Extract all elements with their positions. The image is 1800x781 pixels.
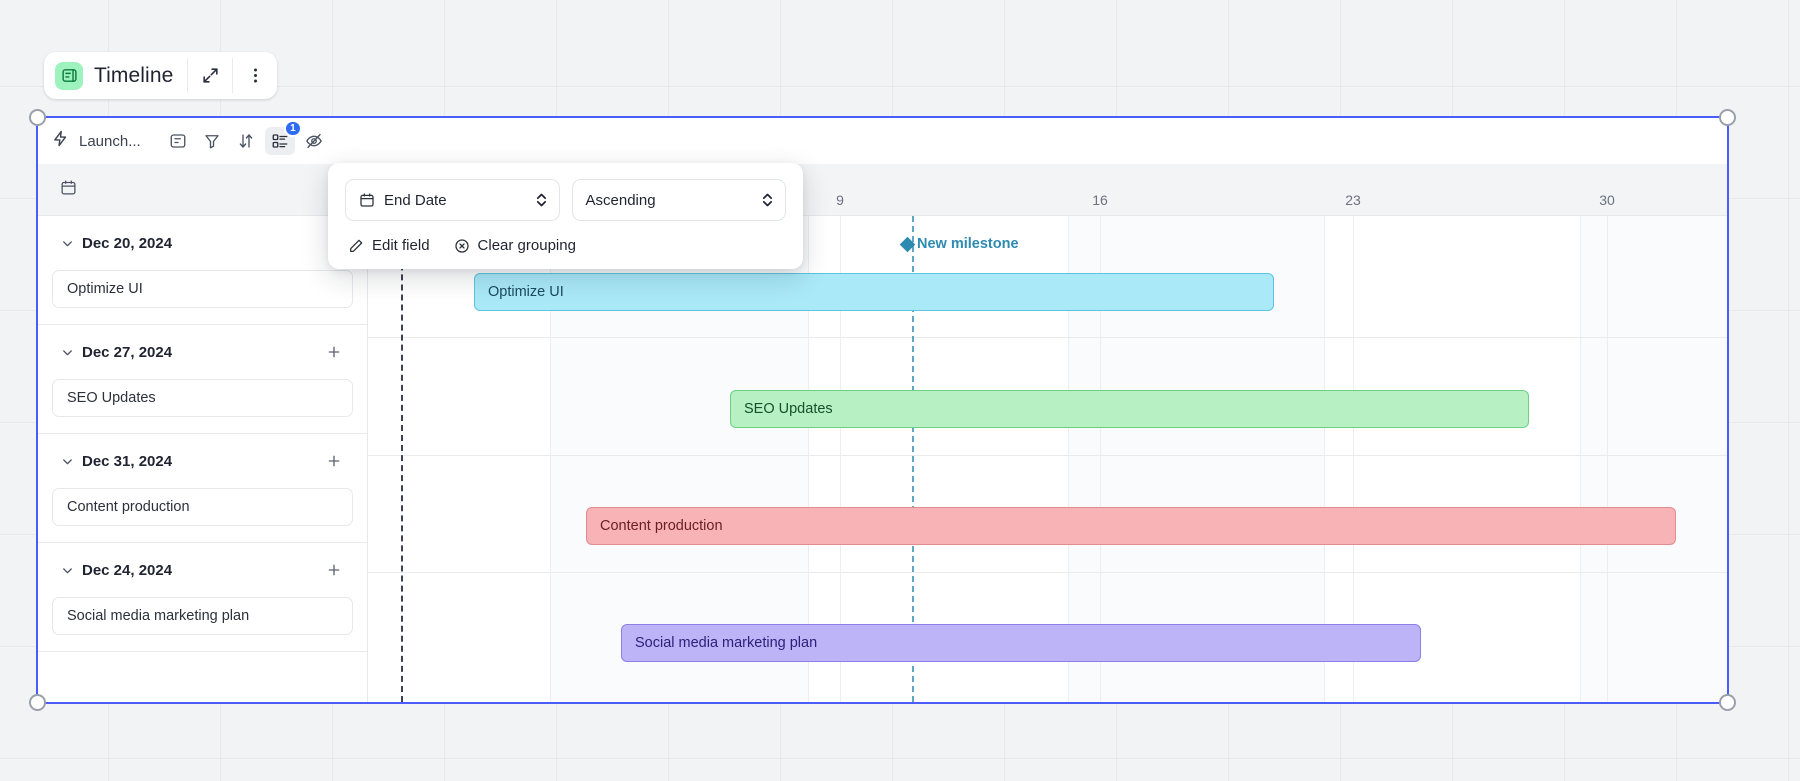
clear-grouping-label: Clear grouping (477, 237, 576, 254)
sidebar-header (38, 164, 367, 216)
group-direction-value: Ascending (585, 191, 656, 209)
view-toolbar: Launch... (38, 118, 1727, 164)
milestone-label: New milestone (917, 236, 1019, 252)
group-header-row[interactable]: Dec 20, 2024 (38, 216, 367, 270)
group-date-label: Dec 20, 2024 (82, 234, 173, 252)
gridline (1607, 216, 1608, 702)
resize-handle-top-left[interactable] (29, 109, 46, 126)
gridline (1324, 216, 1325, 702)
group-header-row[interactable]: Dec 27, 2024 (38, 325, 367, 379)
sort-icon[interactable] (231, 127, 261, 155)
add-task-button[interactable] (323, 559, 345, 581)
milestone-marker-line (912, 216, 914, 702)
date-tick: 30 (1599, 192, 1615, 208)
timeline-widget-frame[interactable]: Launch... (29, 109, 1736, 711)
sidebar-group: Dec 20, 2024 Optimize UI (38, 216, 367, 325)
timeline-bar-label: Social media marketing plan (635, 635, 818, 651)
row-separator (368, 337, 1727, 338)
group-header-row[interactable]: Dec 31, 2024 (38, 434, 367, 488)
hide-fields-icon[interactable] (299, 127, 329, 155)
timeline-bar-label: Optimize UI (488, 284, 564, 300)
date-tick: 9 (836, 192, 844, 208)
edit-field-label: Edit field (372, 237, 430, 254)
calendar-icon (359, 192, 375, 208)
widget-title-section: Timeline (44, 52, 187, 99)
sidebar-group: Dec 24, 2024 Social media marketing plan (38, 543, 367, 652)
group-field-value: End Date (384, 191, 447, 209)
group-date-label: Dec 31, 2024 (82, 452, 173, 470)
view-name-label: Launch... (79, 132, 141, 150)
group-count-badge: 1 (284, 120, 302, 137)
date-tick: 16 (1092, 192, 1108, 208)
board-icon (55, 61, 83, 90)
row-separator (368, 455, 1727, 456)
resize-handle-top-right[interactable] (1719, 109, 1736, 126)
chip-divider-2 (232, 58, 234, 93)
sidebar-group-list: Dec 20, 2024 Optimize UI Dec 27, 2024 SE… (38, 216, 367, 652)
page-title: Timeline (94, 63, 174, 87)
edit-field-button[interactable]: Edit field (348, 237, 430, 254)
more-vertical-icon[interactable] (233, 52, 277, 99)
sidebar-group: Dec 31, 2024 Content production (38, 434, 367, 543)
timeline-bar-label: SEO Updates (744, 401, 833, 417)
week-band (1580, 216, 1727, 702)
timeline-body: Dec 20, 2024 Optimize UI Dec 27, 2024 SE… (38, 164, 1727, 702)
timeline-bar[interactable]: Optimize UI (474, 273, 1274, 311)
circle-x-icon (454, 238, 470, 254)
add-task-button[interactable] (323, 341, 345, 363)
gridline (840, 216, 841, 702)
task-name-cell[interactable]: Social media marketing plan (52, 597, 353, 635)
chevron-down-icon[interactable] (60, 236, 82, 251)
group-settings-popover: End Date Ascending Edit field (328, 163, 803, 269)
group-field-select[interactable]: End Date (345, 179, 560, 221)
gridline (1580, 216, 1581, 702)
resize-handle-bottom-left[interactable] (29, 694, 46, 711)
chevron-down-icon[interactable] (60, 454, 82, 469)
clear-grouping-button[interactable]: Clear grouping (454, 237, 576, 254)
resize-handle-bottom-right[interactable] (1719, 694, 1736, 711)
widget-title-bar: Timeline (44, 52, 278, 99)
row-separator (368, 572, 1727, 573)
gridline (1100, 216, 1101, 702)
chevron-updown-icon (760, 189, 775, 211)
expand-diagonal-icon[interactable] (188, 52, 232, 99)
gridline (1353, 216, 1354, 702)
task-name-cell[interactable]: Optimize UI (52, 270, 353, 308)
group-header-row[interactable]: Dec 24, 2024 (38, 543, 367, 597)
chevron-down-icon[interactable] (60, 345, 82, 360)
pencil-icon (348, 238, 364, 254)
group-icon[interactable]: 1 (264, 120, 302, 155)
lightning-icon (52, 130, 69, 152)
task-name-cell[interactable]: SEO Updates (52, 379, 353, 417)
timeline-bar-label: Content production (600, 518, 723, 534)
filter-icon[interactable] (197, 127, 227, 155)
diamond-icon (899, 236, 916, 252)
timeline-start-boundary (401, 164, 403, 702)
fields-icon[interactable] (163, 127, 193, 155)
sidebar-group: Dec 27, 2024 SEO Updates (38, 325, 367, 434)
group-date-label: Dec 27, 2024 (82, 343, 173, 361)
chevron-down-icon[interactable] (60, 563, 82, 578)
group-date-label: Dec 24, 2024 (82, 561, 173, 579)
calendar-icon (60, 179, 77, 201)
chevron-updown-icon (534, 189, 549, 211)
group-direction-select[interactable]: Ascending (571, 179, 786, 221)
view-selector[interactable]: Launch... (52, 130, 141, 152)
chip-divider-1 (187, 58, 189, 93)
date-tick: 23 (1345, 192, 1361, 208)
gridline (1068, 216, 1069, 702)
task-name-cell[interactable]: Content production (52, 488, 353, 526)
gridline (808, 216, 809, 702)
timeline-bar[interactable]: Content production (586, 507, 1676, 545)
task-list-sidebar: Dec 20, 2024 Optimize UI Dec 27, 2024 SE… (38, 164, 368, 702)
timeline-bar[interactable]: Social media marketing plan (621, 624, 1421, 662)
milestone-marker[interactable]: New milestone (899, 236, 1019, 252)
add-task-button[interactable] (323, 450, 345, 472)
toolbar-actions: 1 (163, 120, 329, 155)
gridline (550, 216, 551, 702)
timeline-bar[interactable]: SEO Updates (730, 390, 1529, 428)
